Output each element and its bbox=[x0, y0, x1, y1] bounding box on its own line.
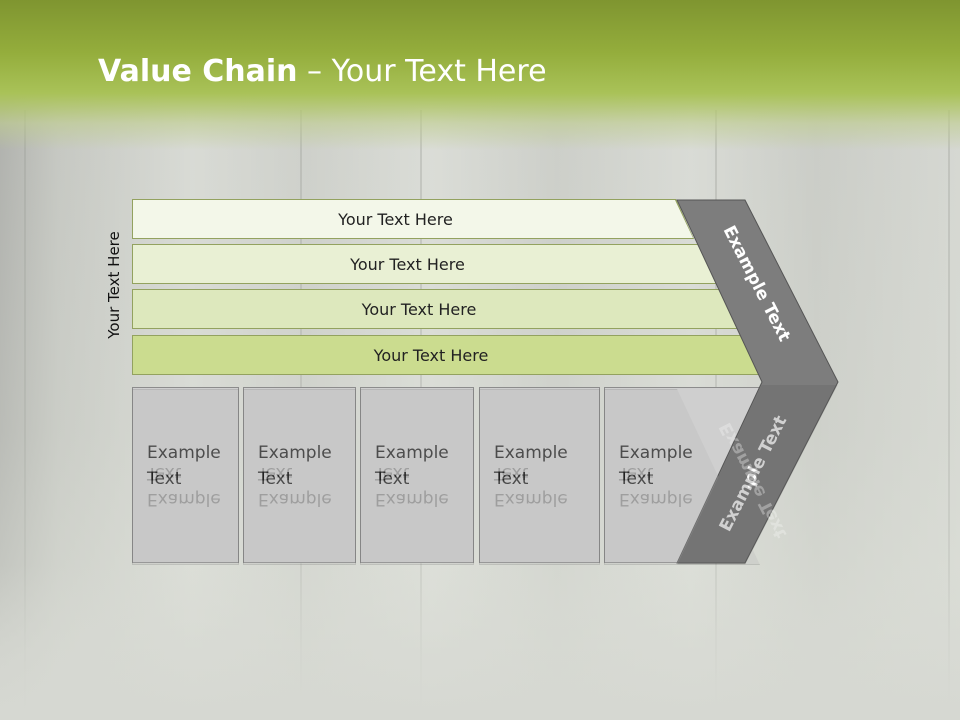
band-3: Your Text Here bbox=[133, 290, 740, 328]
title-bar bbox=[0, 0, 960, 150]
title-rest: – Your Text Here bbox=[297, 54, 547, 89]
band-4: Your Text Here bbox=[133, 336, 764, 374]
cell-line-1: Example bbox=[494, 443, 568, 463]
cell-line-1: Example bbox=[619, 443, 693, 463]
band-label: Your Text Here bbox=[361, 299, 477, 319]
cell-line-2: Text bbox=[494, 469, 529, 489]
cell-line-2: Text bbox=[619, 469, 654, 489]
band-2: Your Text Here bbox=[133, 245, 717, 283]
cell-line-2: Text bbox=[147, 469, 182, 489]
reflection-fade bbox=[0, 565, 960, 720]
page-title: Value Chain – Your Text Here bbox=[98, 54, 547, 89]
cell-line-1: Example bbox=[147, 443, 221, 463]
cell-line-2: Text bbox=[258, 469, 293, 489]
band-label: Your Text Here bbox=[350, 254, 465, 274]
band-label: Your Text Here bbox=[373, 345, 489, 365]
title-bold: Value Chain bbox=[98, 54, 298, 89]
cell-line-1: Example bbox=[258, 443, 332, 463]
chevron-shape bbox=[676, 199, 839, 564]
band-1: Your Text Here bbox=[133, 200, 693, 238]
cell-line-2: Text bbox=[375, 469, 410, 489]
band-label: Your Text Here bbox=[338, 209, 453, 229]
cell-line-1: Example bbox=[375, 443, 449, 463]
